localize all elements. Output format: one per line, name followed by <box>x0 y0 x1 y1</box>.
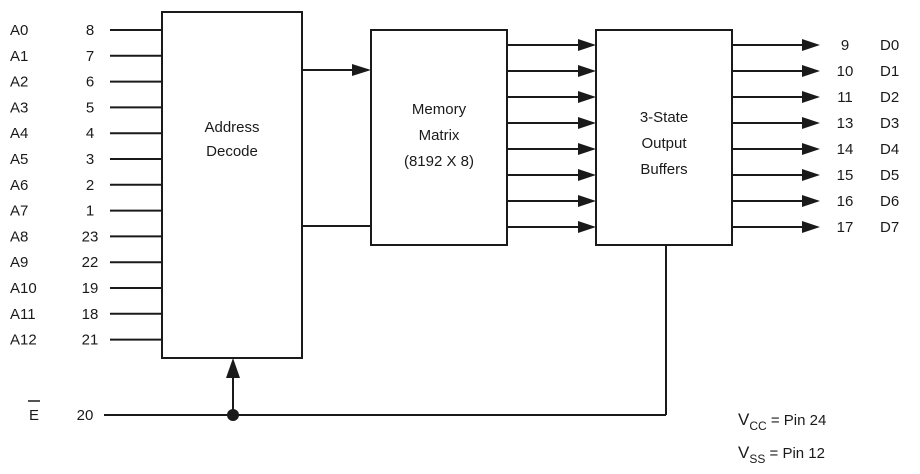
memory-matrix-label-3: (8192 X 8) <box>404 153 474 170</box>
data-pin-number: 13 <box>837 115 854 132</box>
data-pin-name: D7 <box>880 219 899 236</box>
address-pin-number: 1 <box>86 203 94 220</box>
matrix-to-buffer-arrow <box>578 221 596 233</box>
matrix-to-buffer-arrow <box>578 117 596 129</box>
data-pin-rows: 9 D0 10 D1 11 D2 13 D3 14 D4 15 D5 16 D6 17 D7 <box>837 37 900 236</box>
memory-matrix-label-1: Memory <box>412 101 467 118</box>
vcc-note: VCC = Pin 24 <box>738 410 826 433</box>
buffer-output-arrow <box>802 65 820 77</box>
address-pin-number: 22 <box>82 254 99 271</box>
matrix-to-buffer-arrow <box>578 169 596 181</box>
data-pin-number: 10 <box>837 63 854 80</box>
address-pin-name: A9 <box>10 254 28 271</box>
data-pin-number: 17 <box>837 219 854 236</box>
data-pin-number: 11 <box>837 89 853 106</box>
address-decode-label-1: Address <box>204 119 259 136</box>
address-pin-number: 6 <box>86 74 94 91</box>
buffer-output-arrow <box>802 39 820 51</box>
buffer-output-arrow <box>802 169 820 181</box>
address-pin-number: 4 <box>86 125 94 142</box>
address-pin-number: 3 <box>86 151 94 168</box>
data-pin-number: 15 <box>837 167 854 184</box>
address-pin-name: A2 <box>10 74 28 91</box>
address-pin-name: A8 <box>10 228 28 245</box>
address-pin-name: A4 <box>10 125 28 142</box>
enable-pin-number: 20 <box>77 407 94 424</box>
data-pin-number: 14 <box>837 141 854 158</box>
address-pin-number: 7 <box>86 48 94 65</box>
address-pin-name: A5 <box>10 151 28 168</box>
matrix-to-buffer-arrow <box>578 65 596 77</box>
address-pin-name: A10 <box>10 280 37 297</box>
data-pin-name: D2 <box>880 89 899 106</box>
buffer-output-arrow <box>802 195 820 207</box>
output-buffers-label-3: Buffers <box>640 161 687 178</box>
decode-to-matrix-arrow-upper <box>352 64 371 76</box>
data-pin-number: 9 <box>841 37 849 54</box>
buffer-output-arrow <box>802 117 820 129</box>
enable-junction-dot <box>227 409 239 421</box>
address-pin-number: 8 <box>86 22 94 39</box>
buffer-output-arrow <box>802 221 820 233</box>
data-bus-lines <box>507 39 820 233</box>
data-pin-name: D1 <box>880 63 899 80</box>
data-pin-name: D3 <box>880 115 899 132</box>
data-pin-name: D5 <box>880 167 899 184</box>
address-pin-number: 23 <box>82 228 99 245</box>
matrix-to-buffer-arrow <box>578 195 596 207</box>
memory-matrix-label-2: Matrix <box>419 127 460 144</box>
enable-signal-label: E <box>29 407 39 424</box>
address-pin-name: A0 <box>10 22 28 39</box>
address-pin-number: 5 <box>86 99 94 116</box>
data-pin-name: D0 <box>880 37 899 54</box>
buffer-output-arrow <box>802 91 820 103</box>
output-buffers-label-2: Output <box>641 135 687 152</box>
address-pin-name: A1 <box>10 48 28 65</box>
enable-to-decode-arrow <box>226 358 240 378</box>
data-pin-number: 16 <box>837 193 854 210</box>
address-decode-label-2: Decode <box>206 143 258 160</box>
address-pin-number: 18 <box>82 306 99 323</box>
matrix-to-buffer-arrow <box>578 91 596 103</box>
output-buffers-block <box>595 29 733 246</box>
buffer-output-arrow <box>802 143 820 155</box>
address-pin-name: A12 <box>10 332 37 349</box>
matrix-to-buffer-arrow <box>578 39 596 51</box>
matrix-to-buffer-arrow <box>578 143 596 155</box>
output-buffers-label-1: 3-State <box>640 109 688 126</box>
address-pin-name: A7 <box>10 203 28 220</box>
vss-note: VSS = Pin 12 <box>738 443 825 466</box>
address-pin-name: A3 <box>10 99 28 116</box>
address-pin-number: 19 <box>82 280 99 297</box>
address-pin-name: A6 <box>10 177 28 194</box>
memory-matrix-block <box>370 29 508 246</box>
address-pin-number: 21 <box>82 332 99 349</box>
address-pin-number: 2 <box>86 177 94 194</box>
address-pin-name: A11 <box>10 306 36 323</box>
data-pin-name: D6 <box>880 193 899 210</box>
address-decode-block <box>161 11 303 359</box>
data-pin-name: D4 <box>880 141 899 158</box>
